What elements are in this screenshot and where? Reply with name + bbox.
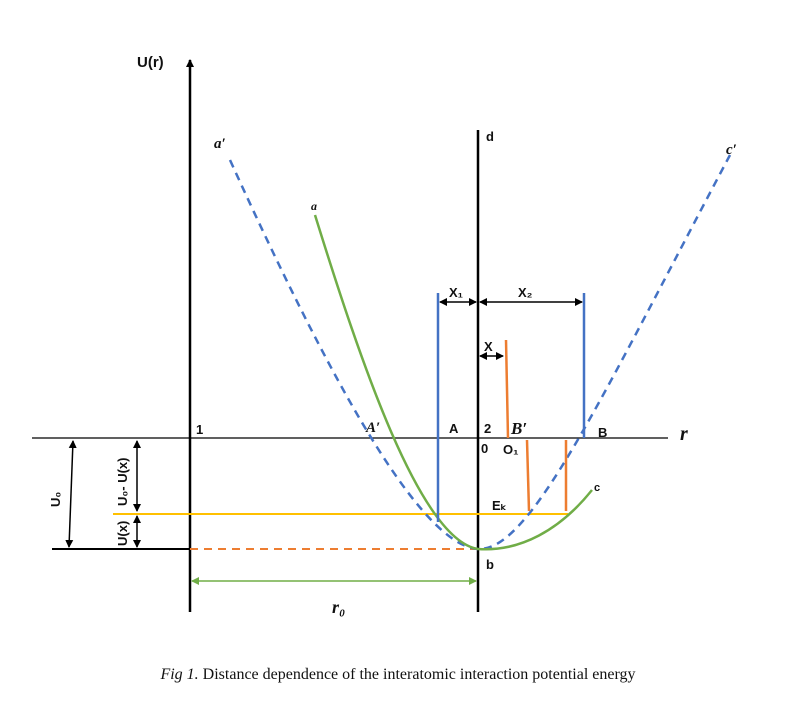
label-c: c (594, 482, 600, 494)
label-d: d (486, 129, 494, 144)
label-b: b (486, 557, 494, 572)
label-0: 0 (481, 441, 488, 456)
label-a-prime: a′ (214, 136, 226, 152)
y-axis-label: U(r) (137, 54, 164, 71)
label-O1: O₁ (503, 442, 519, 457)
orange-line-1 (525, 439, 531, 512)
u0-arrow (65, 440, 77, 548)
label-Ek: Eₖ (492, 498, 507, 513)
label-X: X (484, 339, 493, 354)
label-U0-minus-Ux: U₀- U(x) (115, 458, 130, 506)
x-axis-label: r (680, 423, 688, 445)
label-2: 2 (484, 421, 491, 436)
label-A: A (449, 421, 459, 436)
label-B: B (598, 425, 607, 440)
label-B-prime: B′ (510, 419, 527, 438)
label-Ux: U(x) (115, 521, 130, 546)
harmonic-curve-dashed (228, 154, 732, 551)
label-X2: X₂ (518, 285, 533, 300)
label-c-prime: c′ (726, 142, 737, 158)
label-U0: U₀ (48, 492, 63, 507)
caption-text: Distance dependence of the interatomic i… (198, 666, 636, 683)
figure-caption: Fig 1. Distance dependence of the intera… (0, 666, 796, 684)
label-A-prime: A′ (365, 420, 380, 436)
label-a: a (311, 199, 317, 213)
label-X1: X₁ (449, 285, 463, 300)
caption-prefix: Fig 1. (160, 666, 199, 683)
label-r0: r₀ (332, 597, 345, 617)
line-B-prime (504, 339, 510, 439)
label-1: 1 (196, 422, 203, 437)
anharmonic-curve (313, 214, 593, 551)
